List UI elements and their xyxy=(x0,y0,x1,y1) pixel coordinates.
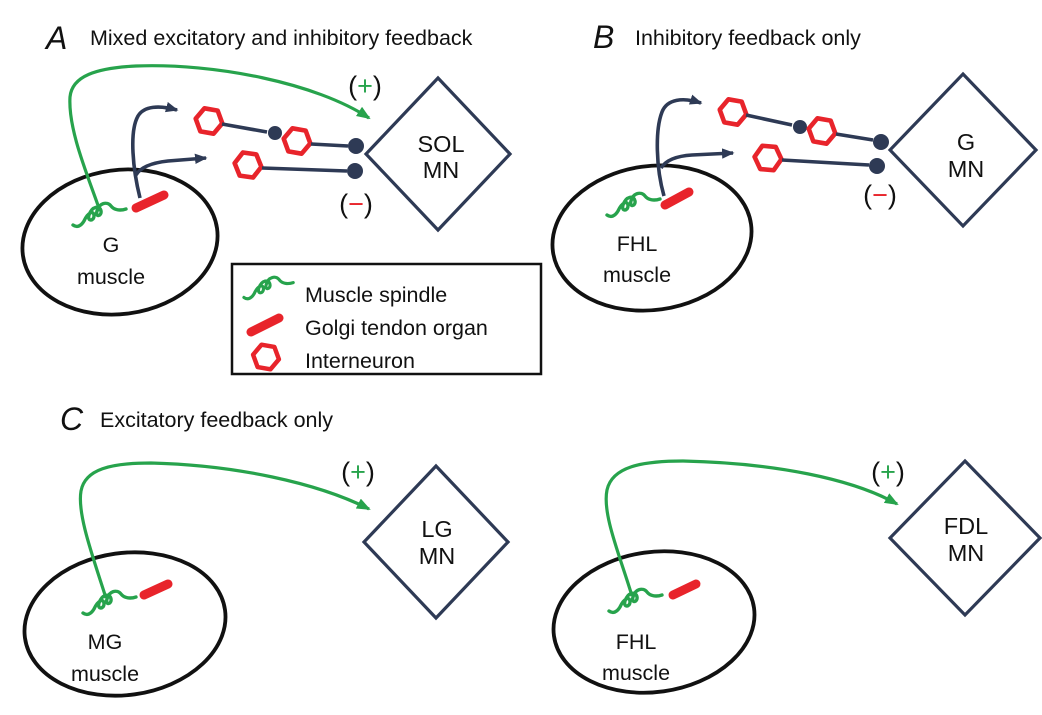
muscle-label-line2: muscle xyxy=(77,265,145,289)
sign-paren-close: ) xyxy=(888,180,897,210)
panel-b-letter: B xyxy=(593,19,614,55)
mn-label-line2: MN xyxy=(948,540,985,566)
pathway-segment xyxy=(781,158,870,167)
panel-b-title: Inhibitory feedback only xyxy=(635,26,861,50)
mn-label-line1: LG xyxy=(421,516,452,542)
golgi-tendon-organ-icon xyxy=(246,313,284,337)
golgi-tendon-organ-icon xyxy=(139,579,173,600)
ib-pathway-upper xyxy=(131,102,179,199)
mn-label-line2: MN xyxy=(423,157,460,183)
legend-box: Muscle spindle Golgi tendon organ Intern… xyxy=(230,262,543,376)
legend-label: Muscle spindle xyxy=(305,283,447,307)
ib-pathway-lower xyxy=(134,153,208,177)
motoneuron-diamond xyxy=(887,71,1039,229)
motoneuron-diamond xyxy=(361,463,511,621)
pathway-segment xyxy=(221,122,268,134)
synapse-dot xyxy=(869,158,885,174)
muscle-spindle-icon xyxy=(607,587,664,615)
interneuron-icon xyxy=(194,107,225,135)
panel-c-right-circuit: FDL MN (+) FHL muscle xyxy=(551,457,1042,695)
mn-label-line1: G xyxy=(957,129,975,155)
synapse-dot xyxy=(268,126,282,140)
legend-label: Interneuron xyxy=(305,349,415,373)
sign-paren-open: ( xyxy=(871,457,880,487)
pathway-segment xyxy=(745,113,793,127)
muscle-label-line1: FHL xyxy=(617,232,658,256)
muscle-label-line2: muscle xyxy=(71,662,139,686)
sign-paren-open: ( xyxy=(348,71,357,101)
panel-b: B Inhibitory feedback only G MN (−) FHL … xyxy=(550,19,1039,313)
sign-paren-close: ) xyxy=(896,457,905,487)
muscle-ellipse xyxy=(22,550,228,698)
muscle-label-line2: muscle xyxy=(603,263,671,287)
golgi-tendon-organ-icon xyxy=(660,187,694,210)
sign-paren-close: ) xyxy=(373,71,382,101)
sign-paren-open: ( xyxy=(863,180,872,210)
excitatory-pathway xyxy=(78,461,371,599)
ib-pathway-upper xyxy=(655,94,703,197)
panel-c-title: Excitatory feedback only xyxy=(100,408,333,432)
mn-label-line1: SOL xyxy=(417,131,464,157)
sign-paren-open: ( xyxy=(339,189,348,219)
synapse-dot xyxy=(348,138,364,154)
panel-a-letter: A xyxy=(44,20,67,56)
interneuron-icon xyxy=(233,152,263,179)
sign-paren-open: ( xyxy=(341,457,350,487)
panel-a: A Mixed excitatory and inhibitory feedba… xyxy=(20,20,513,317)
interneuron-icon xyxy=(718,98,749,126)
muscle-label-line1: MG xyxy=(88,630,123,654)
mn-label-line2: MN xyxy=(948,156,985,182)
muscle-ellipse xyxy=(551,549,757,695)
inhibitory-sign: (−) xyxy=(863,180,897,210)
synapse-dot xyxy=(873,134,889,150)
legend-label: Golgi tendon organ xyxy=(305,316,488,340)
sign-paren-close: ) xyxy=(366,457,375,487)
interneuron-icon xyxy=(282,127,313,155)
inhibitory-sign: (−) xyxy=(339,189,373,219)
interneuron-icon xyxy=(807,117,838,145)
minus-sign: − xyxy=(348,189,364,219)
excitatory-sign: (+) xyxy=(348,71,382,101)
panel-a-title: Mixed excitatory and inhibitory feedback xyxy=(90,26,473,50)
pathway-segment xyxy=(835,132,874,142)
golgi-tendon-organ-icon xyxy=(131,190,169,213)
panel-c: C Excitatory feedback only LG MN (+) MG … xyxy=(22,401,1042,698)
muscle-label-line1: FHL xyxy=(616,630,657,654)
mn-label-line2: MN xyxy=(419,543,456,569)
plus-sign: + xyxy=(350,457,366,487)
excitatory-pathway xyxy=(68,64,371,212)
minus-sign: − xyxy=(872,180,888,210)
plus-sign: + xyxy=(357,71,373,101)
muscle-spindle-icon xyxy=(605,191,662,219)
panel-c-letter: C xyxy=(60,401,84,437)
synapse-dot xyxy=(793,120,807,134)
pathway-segment xyxy=(261,166,348,173)
muscle-ellipse xyxy=(20,167,220,317)
muscle-label-line2: muscle xyxy=(602,661,670,685)
muscle-spindle-icon xyxy=(81,589,138,617)
motoneuron-diamond xyxy=(363,75,513,233)
sign-paren-close: ) xyxy=(364,189,373,219)
motoneuron-diamond xyxy=(887,458,1042,618)
excitatory-pathway xyxy=(604,459,899,597)
muscle-label-line1: G xyxy=(103,233,120,257)
plus-sign: + xyxy=(880,457,896,487)
excitatory-sign: (+) xyxy=(341,457,375,487)
pathway-segment xyxy=(310,142,349,148)
mn-label-line1: FDL xyxy=(944,513,988,539)
panel-c-left-circuit: LG MN (+) MG muscle xyxy=(22,457,511,698)
synapse-dot xyxy=(347,163,363,179)
excitatory-sign: (+) xyxy=(871,457,905,487)
golgi-tendon-organ-icon xyxy=(668,579,701,600)
interneuron-icon xyxy=(754,145,783,171)
muscle-ellipse xyxy=(550,163,754,313)
ib-pathway-lower xyxy=(659,148,735,170)
